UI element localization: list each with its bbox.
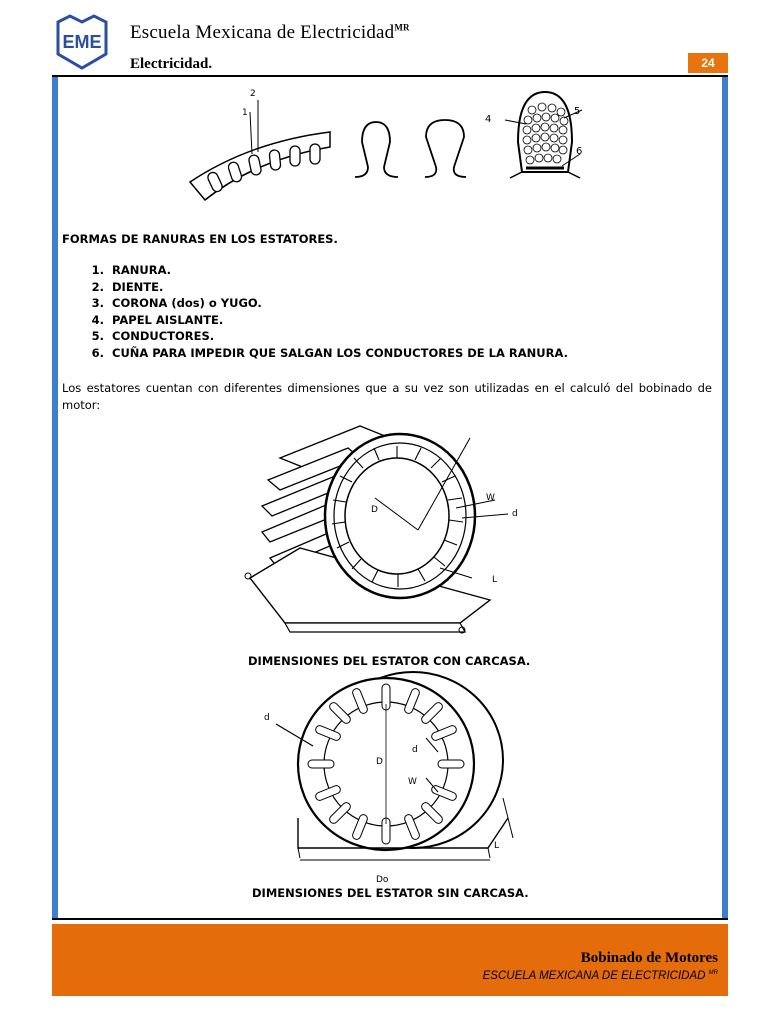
list-item: DIENTE.	[108, 279, 568, 296]
logo-text: EME	[62, 32, 101, 52]
dim-label-d-outer: d	[264, 713, 270, 723]
right-side-bar	[722, 77, 728, 920]
subject-title: Electricidad.	[130, 56, 213, 72]
list-item: PAPEL AISLANTE.	[108, 312, 568, 329]
callout-5: 5	[574, 106, 580, 117]
school-logo: EME	[52, 14, 112, 70]
stator-housing-figure: D W d L	[240, 418, 540, 640]
intro-paragraph: Los estatores cuentan con diferentes dim…	[62, 381, 712, 412]
dim-label-D: D	[371, 505, 378, 515]
callout-4: 4	[485, 114, 491, 125]
list-item: CUÑA PARA IMPEDIR QUE SALGAN LOS CONDUCT…	[108, 345, 568, 362]
list-item: RANURA.	[108, 262, 568, 279]
dim-label-W-slot: W	[408, 777, 417, 787]
header-divider	[52, 75, 728, 77]
slots-heading: FORMAS DE RANURAS EN LOS ESTATORES.	[62, 232, 338, 246]
slot-parts-list: RANURA. DIENTE. CORONA (dos) o YUGO. PAP…	[62, 262, 568, 361]
list-item: CONDUCTORES.	[108, 328, 568, 345]
callout-6: 6	[576, 146, 582, 157]
dim-label-D-inner: D	[376, 757, 383, 767]
footer-title: Bobinado de Motores	[580, 950, 718, 966]
callout-2: 2	[250, 89, 256, 99]
footer-subtitle-mark: MR	[708, 970, 718, 977]
dim-label-Do: Do	[376, 875, 389, 885]
housing-caption: DIMENSIONES DEL ESTATOR CON CARCASA.	[248, 654, 531, 668]
school-name: Escuela Mexicana de Electricidad	[130, 22, 395, 43]
footer-subtitle-text: ESCUELA MEXICANA DE ELECTRICIDAD	[482, 970, 706, 982]
footer-divider	[52, 918, 728, 920]
footer-subtitle: ESCUELA MEXICANA DE ELECTRICIDAD MR	[483, 970, 718, 982]
dim-label-d: d	[512, 509, 518, 519]
left-side-bar	[52, 77, 58, 920]
school-title: Escuela Mexicana de ElectricidadMR	[130, 22, 410, 44]
footer-band: Bobinado de Motores ESCUELA MEXICANA DE …	[52, 924, 728, 996]
dim-label-L-length: L	[494, 841, 499, 851]
bare-caption: DIMENSIONES DEL ESTATOR SIN CARCASA.	[252, 886, 529, 900]
school-mark: MR	[394, 22, 410, 33]
callout-1: 1	[242, 108, 248, 118]
list-item: CORONA (dos) o YUGO.	[108, 295, 568, 312]
page-number: 24	[688, 53, 728, 73]
dim-label-L: L	[492, 575, 497, 585]
dim-label-d-slot: d	[412, 745, 418, 755]
dim-label-W: W	[486, 493, 495, 503]
slot-shapes-figure: 2 1 4 5 6	[180, 82, 600, 212]
stator-bare-figure: d D d W L Do	[258, 668, 528, 886]
